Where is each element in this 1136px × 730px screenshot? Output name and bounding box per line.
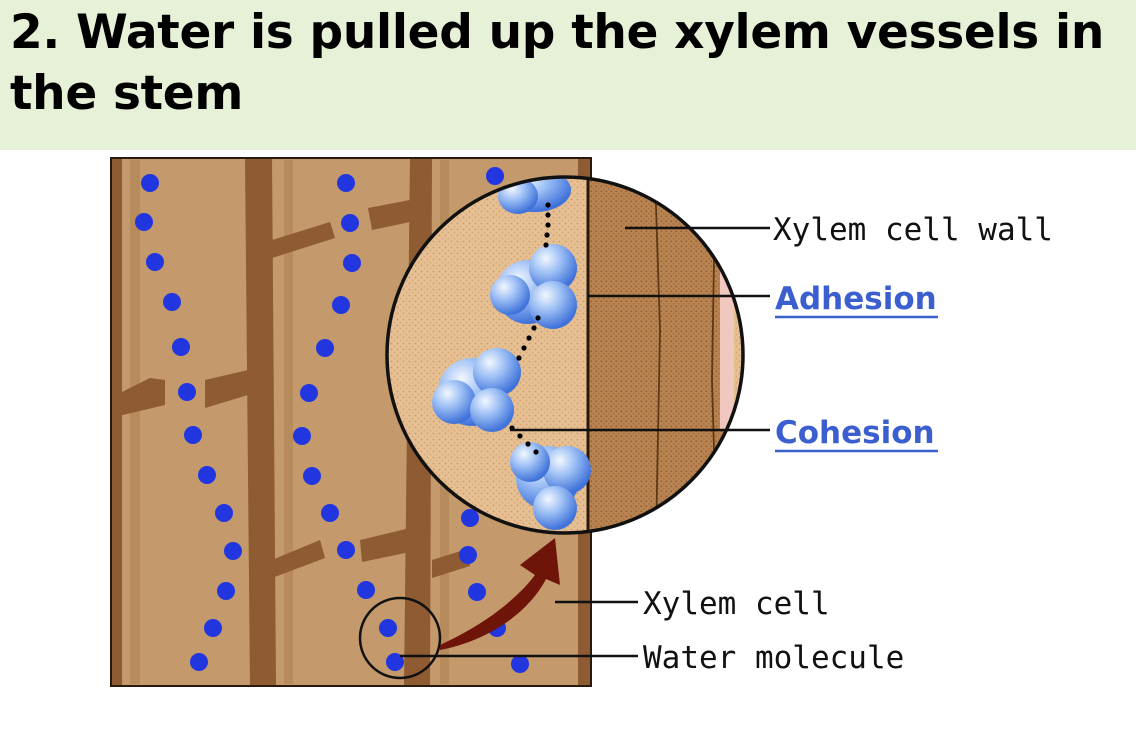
label-cohesion[interactable]: Cohesion <box>775 415 935 451</box>
magnified-view <box>385 175 745 535</box>
leader-lines <box>400 226 770 658</box>
water-molecule-dots <box>135 167 529 673</box>
title-band: 2. Water is pulled up the xylem vessels … <box>0 0 1136 150</box>
magnify-arrow <box>440 538 560 650</box>
label-xylem-cell-wall: Xylem cell wall <box>773 212 1053 248</box>
label-water-molecule: Water molecule <box>643 640 904 676</box>
water-molecule-highlight-circle <box>358 596 442 680</box>
slide-title: 2. Water is pulled up the xylem vessels … <box>10 5 1105 121</box>
label-adhesion[interactable]: Adhesion <box>775 281 937 317</box>
label-xylem-cell: Xylem cell <box>643 586 830 622</box>
